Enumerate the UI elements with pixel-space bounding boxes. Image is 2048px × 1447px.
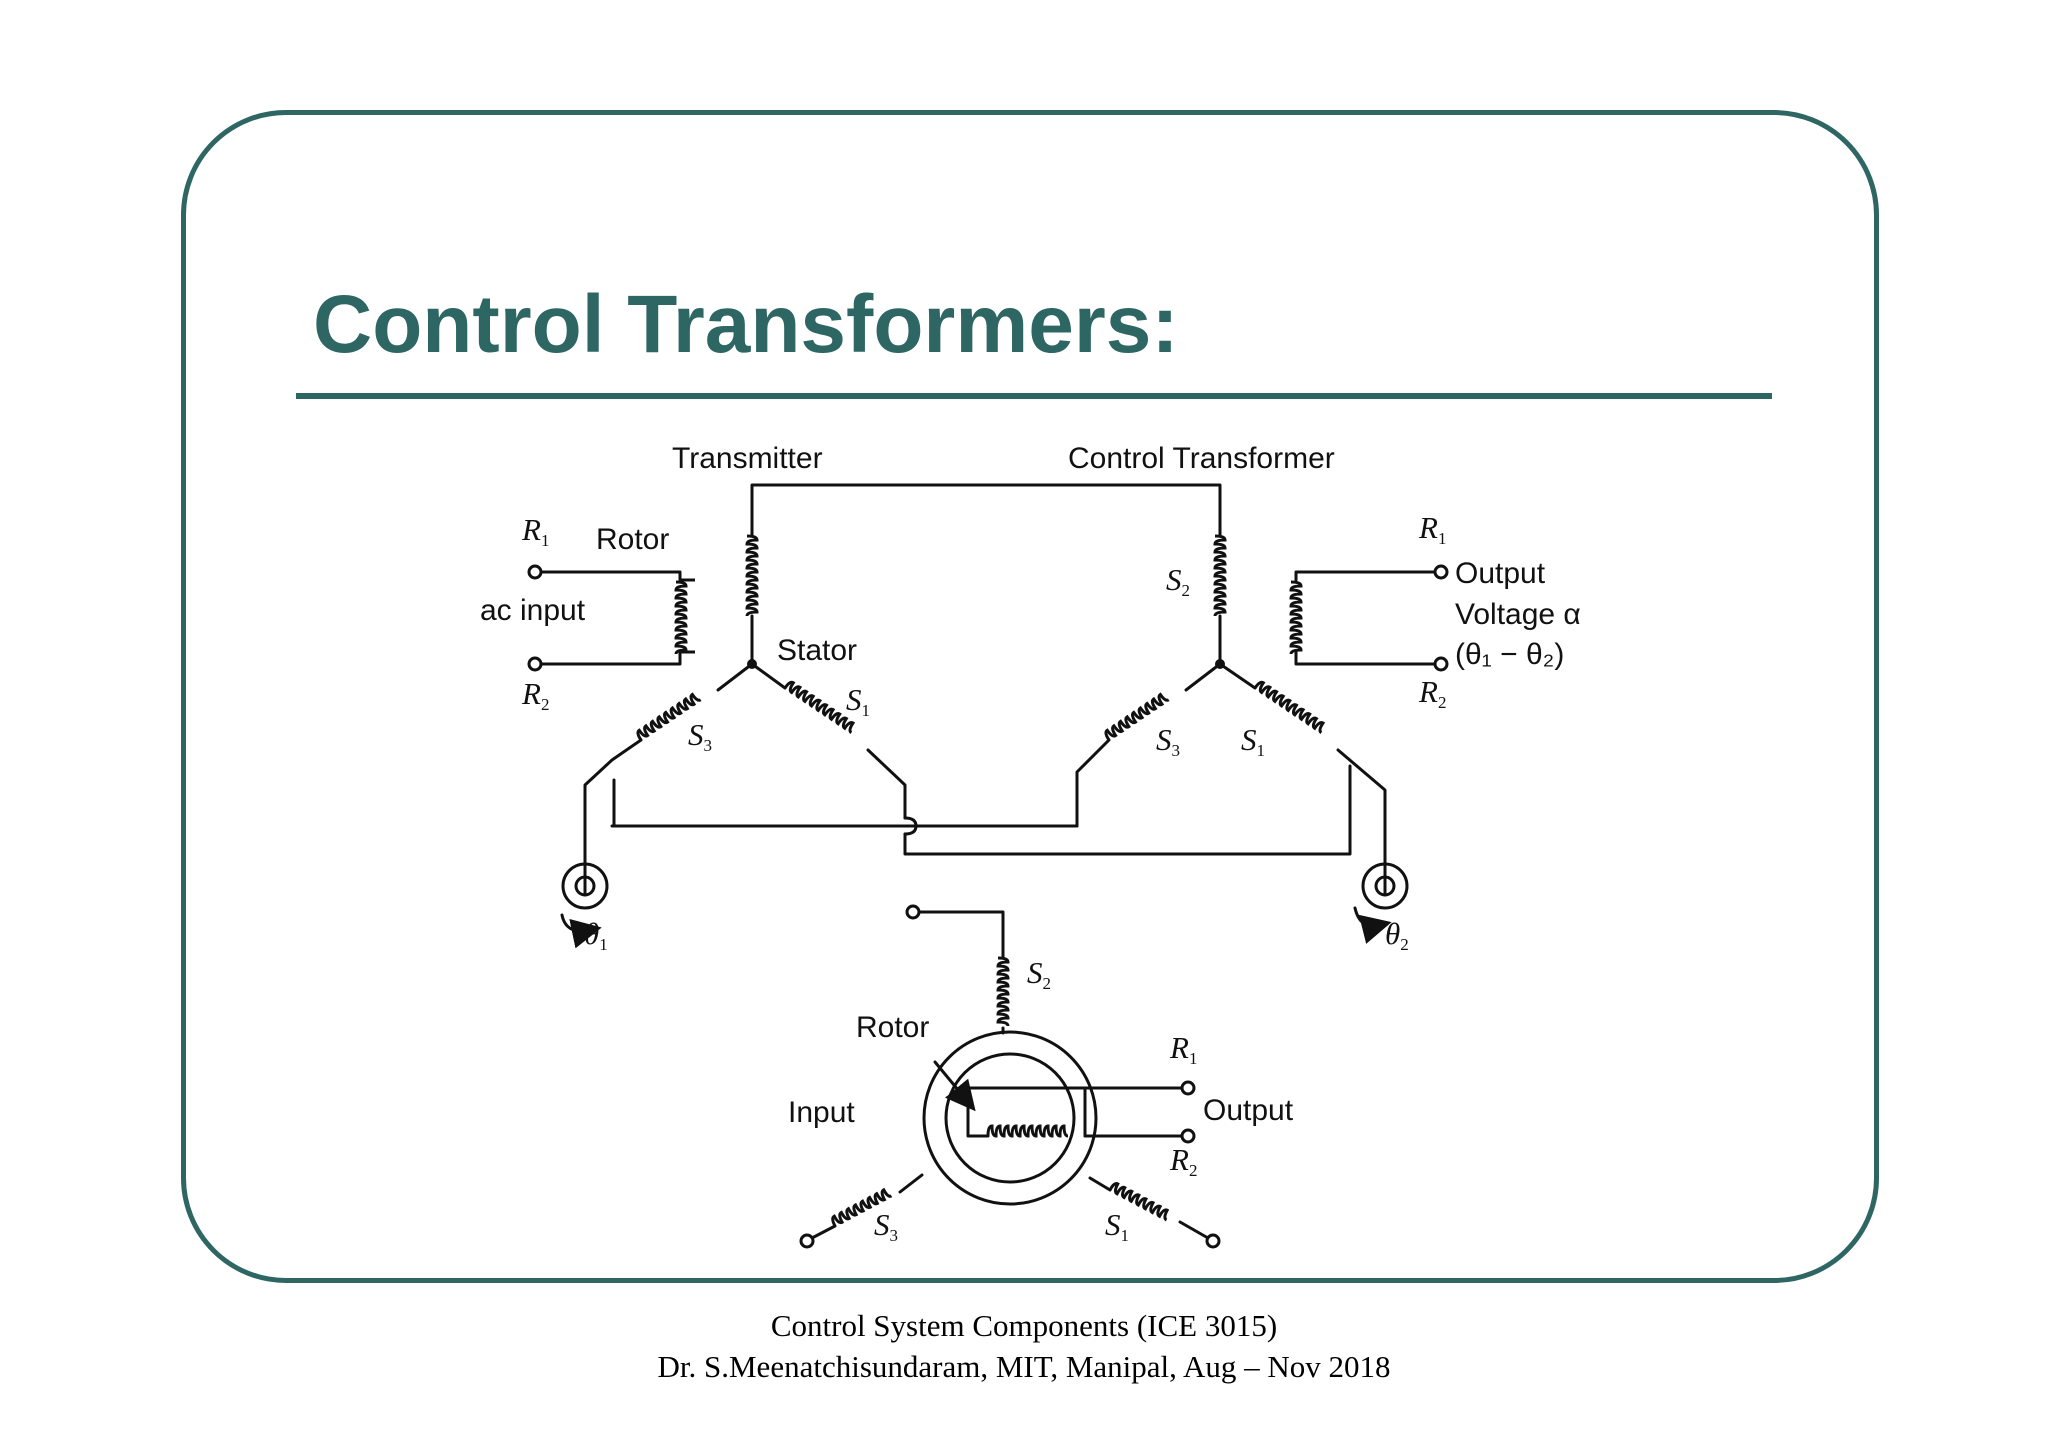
coil-windings [636,534,1326,1227]
wiring [538,483,1438,1240]
bottom-s3-coil [831,1187,893,1227]
slide-title: Control Transformers: [313,279,1179,370]
output-formula: (θ₁ − θ₂) [1455,638,1564,671]
transmitter-label: Transmitter [672,442,823,475]
bottom-s1-terminal [1205,1233,1221,1249]
control-transformer-s3-coil [1104,692,1170,741]
ac-input-label: ac input [480,594,586,627]
control-transformer-label: Control Transformer [1068,442,1335,475]
bottom-r2-terminal [1180,1128,1196,1144]
terminals [527,564,1449,1249]
transmitter-rotor-coil [674,580,688,655]
transmitter-s1-coil [783,680,856,734]
stator-label: Stator [777,634,857,667]
theta2-label: θ2 [1385,916,1409,954]
bottom-s3-label: S3 [874,1207,898,1245]
footer-author: Dr. S.Meenatchisundaram, MIT, Manipal, A… [657,1349,1391,1384]
bottom-s1-coil [1108,1182,1170,1222]
bottom-r2-label: R2 [1169,1142,1197,1180]
control-transformer-s2-label: S2 [1166,562,1190,600]
transmitter-s3-coil [636,692,702,741]
control-transformer-r1-terminal [1433,564,1449,580]
control-transformer-shaft [1361,862,1409,910]
bottom-s2-coil [996,956,1010,1027]
bottom-input-label: Input [788,1096,855,1129]
bottom-output-label: Output [1203,1094,1294,1127]
control-transformer-r1-label: R1 [1418,510,1446,548]
bottom-r1-terminal [1180,1080,1196,1096]
theta1-label: θ1 [584,916,608,954]
transmitter-r1-label: R1 [521,512,549,550]
transmitter-r2-label: R2 [521,676,549,714]
title-underline [296,393,1772,399]
transmitter-r2-terminal [527,656,543,672]
footer-course: Control System Components (ICE 3015) [770,1308,1278,1343]
control-transformer-r2-terminal [1433,656,1449,672]
bottom-synchro-body [922,1030,1098,1206]
bottom-r1-label: R1 [1169,1030,1197,1068]
control-transformer-s1-label: S1 [1241,722,1265,760]
transmitter-s3-label: S3 [688,717,712,755]
transmitter-stator-junction [747,659,757,669]
bottom-s2-terminal [905,904,921,920]
transmitter-r1-terminal [527,564,543,580]
control-transformer-s3-label: S3 [1156,722,1180,760]
bottom-rotor-label: Rotor [856,1011,929,1044]
rotor-label: Rotor [596,523,669,556]
control-transformer-s1-coil [1253,680,1326,734]
bottom-s1-label: S1 [1105,1207,1129,1245]
control-transformer-r2-label: R2 [1418,674,1446,712]
output-voltage-label: Voltage α [1455,598,1581,631]
control-transformer-rotor-coil [1289,580,1303,655]
output-label: Output [1455,557,1546,590]
bottom-s2-label: S2 [1027,955,1051,993]
control-transformer-s2-coil [1213,534,1227,617]
transmitter-s2-coil [745,534,759,617]
control-transformer-stator-junction [1215,659,1225,669]
transmitter-shaft [561,862,609,910]
bottom-s3-terminal [799,1233,815,1249]
bottom-rotor-coil [986,1124,1069,1138]
transmitter-s1-label: S1 [846,682,870,720]
